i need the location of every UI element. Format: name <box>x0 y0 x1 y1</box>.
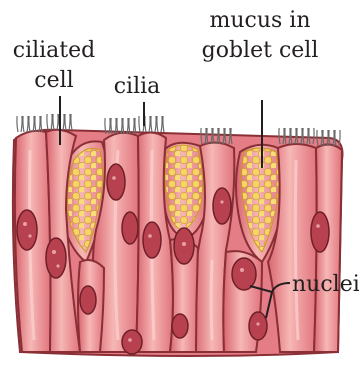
nucleus <box>46 238 66 278</box>
cilium <box>157 116 158 132</box>
cilium <box>161 116 162 132</box>
cilium <box>149 116 150 132</box>
cilium <box>155 116 156 132</box>
mucus-goblet-label: mucus in goblet cell <box>190 6 330 66</box>
cilia-label: cilia <box>107 72 167 102</box>
cilium <box>123 118 124 134</box>
cilium <box>133 118 134 134</box>
cilium <box>121 118 122 134</box>
cilium <box>23 116 24 132</box>
cilium <box>21 116 22 132</box>
cilium <box>71 114 72 130</box>
cilium <box>339 130 340 146</box>
nucleus <box>213 188 231 224</box>
cilium <box>47 114 48 130</box>
cilium <box>105 118 106 134</box>
cilium <box>129 118 130 134</box>
cilium <box>151 116 152 132</box>
nucleus <box>249 312 267 340</box>
cilium <box>65 114 66 130</box>
cilium <box>303 128 304 144</box>
cilium <box>301 128 302 144</box>
cilium <box>145 116 146 132</box>
cilium <box>57 114 58 130</box>
cilium <box>41 116 42 132</box>
cilium <box>109 118 110 134</box>
nucleus <box>17 210 37 250</box>
nucleus <box>107 164 125 200</box>
nuclei-label: nuclei <box>292 270 358 300</box>
nucleus <box>122 330 142 354</box>
nucleus <box>143 222 161 258</box>
cilium <box>139 116 140 132</box>
cilium <box>135 118 136 134</box>
cilium <box>127 118 128 134</box>
cilium <box>33 116 34 132</box>
cilium <box>27 116 28 132</box>
cilium <box>39 116 40 132</box>
cilium <box>309 128 310 144</box>
cilium <box>297 128 298 144</box>
nucleus <box>122 212 138 244</box>
nucleus <box>311 212 329 252</box>
cilium <box>53 114 54 130</box>
ciliated-cell-label: ciliated cell <box>4 36 104 96</box>
nucleus <box>172 314 188 338</box>
cilium <box>69 114 70 130</box>
cilium <box>115 118 116 134</box>
cilium <box>63 114 64 130</box>
cilium <box>35 116 36 132</box>
cilium <box>111 118 112 134</box>
cilium <box>335 130 336 146</box>
cilium <box>307 128 308 144</box>
nucleus <box>232 258 256 290</box>
cilium <box>117 118 118 134</box>
nucleus <box>80 286 96 314</box>
cilium <box>313 128 314 144</box>
cilium <box>163 116 164 132</box>
cilium <box>17 116 18 132</box>
cilium <box>29 116 30 132</box>
cilium <box>51 114 52 130</box>
